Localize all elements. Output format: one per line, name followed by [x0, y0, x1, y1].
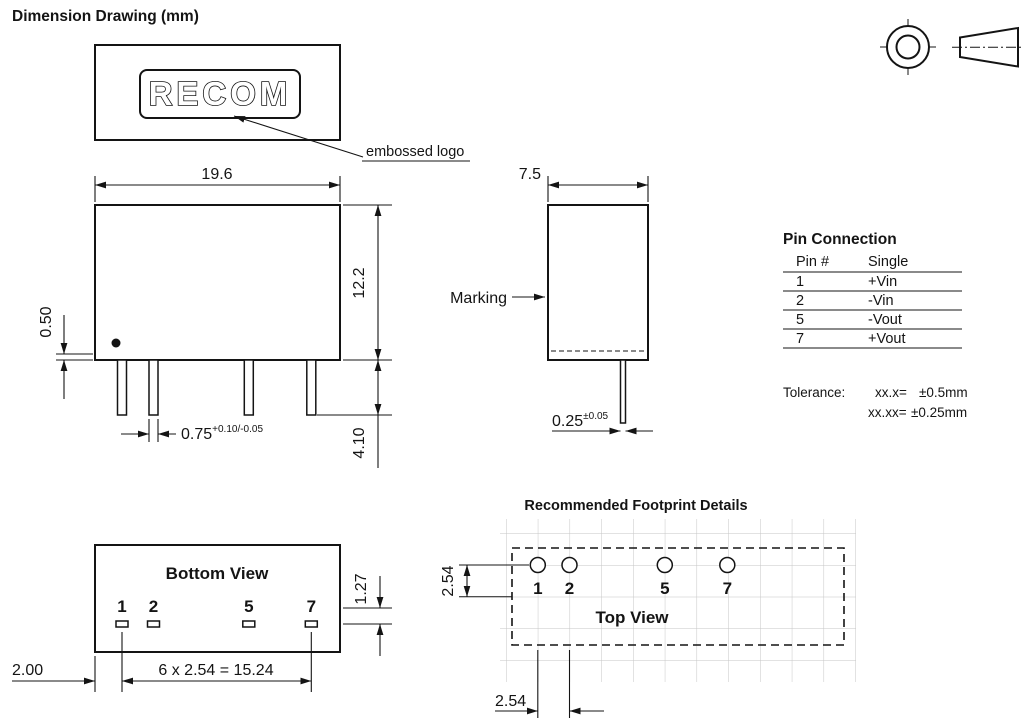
bottom-pin-label-5: 5	[244, 597, 253, 616]
dim-pin-thk-label: 0.25±0.05	[552, 411, 609, 430]
footprint-pad-1	[529, 556, 547, 574]
front-view: 19.6 12.2 4.10 0.50 0.75+0.10/-0.05	[38, 166, 392, 468]
footprint-pad-5	[656, 556, 674, 574]
footprint-pin-label-7: 7	[723, 579, 732, 598]
tolerance-key-1: xx.x=	[875, 385, 907, 400]
pin-number: 5	[796, 312, 804, 328]
footprint-pad-2	[561, 556, 578, 574]
page-title: Dimension Drawing (mm)	[12, 8, 199, 25]
tolerance-label: Tolerance:	[783, 385, 845, 400]
tolerance-key-2: xx.xx=	[868, 405, 907, 420]
dim-width-label: 19.6	[201, 166, 232, 183]
dim-span-label: 6 x 2.54 = 15.24	[158, 662, 273, 679]
footprint-pin-label-2: 2	[565, 579, 574, 598]
dim-col-pitch-label: 2.54	[495, 693, 526, 710]
front-pin-2	[148, 359, 159, 416]
footprint-view-label: Top View	[595, 608, 669, 627]
dim-pin-width-value: 0.75	[181, 426, 212, 443]
bottom-view-title: Bottom View	[166, 564, 269, 583]
footprint-pin-label-5: 5	[660, 579, 669, 598]
dim-pin-width-label: 0.75+0.10/-0.05	[181, 424, 263, 443]
side-view: 7.5 Marking 0.25±0.05	[450, 166, 653, 435]
dim-standoff-label: 0.50	[38, 306, 55, 337]
side-view-body	[547, 204, 649, 361]
bottom-view: Bottom View 1 2 5 7 1.27 2.00 6 x 2.54 =…	[12, 544, 392, 692]
dim-pin-thk-tolerance: ±0.05	[583, 411, 608, 422]
logo-callout-label: embossed logo	[366, 144, 464, 160]
pin-connection-table: Pin Connection Pin # Single 1 +Vin 2 -Vi…	[783, 231, 968, 420]
pin-number: 7	[796, 331, 804, 347]
logo-callout-leader	[233, 115, 364, 158]
footprint-grid	[500, 519, 856, 682]
dim-pad-offset-label: 1.27	[353, 573, 370, 604]
pin-table-header-single: Single	[868, 254, 908, 270]
table-row: 5 -Vout	[783, 312, 962, 330]
bottom-pad-2	[146, 620, 161, 628]
front-pin-1	[116, 359, 128, 416]
front-pin-5	[243, 359, 255, 416]
dim-edge-label: 2.00	[12, 662, 43, 679]
pin1-indicator-dot	[111, 338, 121, 348]
dim-pin-thk-value: 0.25	[552, 413, 583, 430]
marking-label: Marking	[450, 290, 507, 307]
footprint-pad-7	[719, 556, 736, 574]
bottom-view-body	[94, 544, 341, 653]
table-row: 2 -Vin	[783, 293, 962, 311]
pin-function: -Vin	[868, 293, 894, 309]
bottom-pad-7	[304, 620, 319, 628]
side-pin	[619, 359, 627, 424]
front-view-body	[94, 204, 341, 361]
pin-table-header-pin: Pin #	[796, 254, 829, 270]
pin-number: 1	[796, 274, 804, 290]
table-row: 7 +Vout	[783, 331, 962, 349]
tolerance-value-1: ±0.5mm	[919, 385, 968, 400]
bottom-pin-label-1: 1	[117, 597, 126, 616]
dim-height-label: 12.2	[351, 267, 368, 298]
dim-depth-label: 7.5	[519, 166, 541, 183]
projection-inner-circle	[895, 34, 921, 60]
front-pin-7	[306, 359, 317, 416]
logo-view: RECOM embossed logo	[94, 44, 470, 162]
table-row: 1 +Vin	[783, 274, 962, 292]
dim-row-pitch-label: 2.54	[440, 565, 457, 596]
recom-logo-border	[139, 69, 301, 119]
pin-table-title: Pin Connection	[783, 231, 897, 248]
footprint-pin-label-1: 1	[533, 579, 542, 598]
dim-pin-length-label: 4.10	[351, 427, 368, 458]
dim-pin-width-tolerance: +0.10/-0.05	[212, 424, 263, 435]
tolerance-value-2: ±0.25mm	[911, 405, 967, 420]
bottom-pad-5	[242, 620, 256, 628]
bottom-pin-label-2: 2	[149, 597, 158, 616]
bottom-pad-1	[115, 620, 129, 628]
pin-function: +Vin	[868, 274, 897, 290]
projection-symbol-icon	[880, 19, 1024, 75]
footprint-details: Recommended Footprint Details 1 2 5 7 To…	[440, 498, 856, 718]
bottom-pin-label-7: 7	[307, 597, 316, 616]
footprint-title: Recommended Footprint Details	[524, 498, 747, 514]
pin-function: +Vout	[868, 331, 906, 347]
recom-logo-text: RECOM	[149, 75, 292, 112]
pin-number: 2	[796, 293, 804, 309]
pin-function: -Vout	[868, 312, 902, 328]
